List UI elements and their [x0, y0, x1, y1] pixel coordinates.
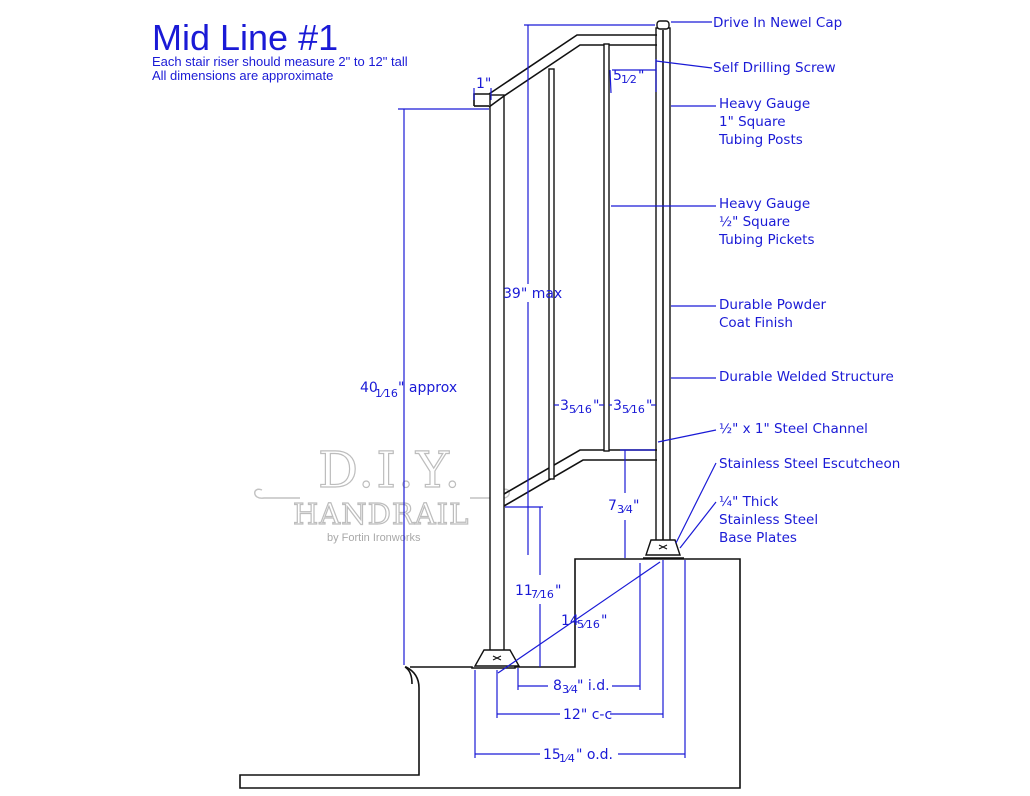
post-left: [489, 94, 505, 656]
screw-mark-right: [658, 544, 668, 550]
diagram-title: Mid Line #1: [152, 17, 338, 58]
dim-overall-height: 40 1⁄16 " approx: [360, 380, 457, 400]
svg-text:8: 8: [553, 678, 562, 694]
callout-plates-2: Stainless Steel: [719, 512, 818, 528]
callout-pickets-2: ½" Square: [719, 214, 790, 230]
svg-text:3⁄4: 3⁄4: [617, 503, 633, 516]
watermark-byline: by Fortin Ironworks: [327, 532, 421, 544]
svg-text:": ": [646, 398, 652, 414]
top-rail-inner: [488, 44, 657, 108]
dim-inside: 8 3⁄4 " i.d.: [553, 678, 610, 696]
svg-text:": ": [601, 613, 607, 629]
dimension-labels: 1" 5 1⁄2 " 40 1⁄16 " approx 39" max 3 5⁄…: [360, 68, 652, 765]
bottom-rail-upper: [503, 449, 657, 495]
dim-max-height: 39" max: [503, 286, 562, 302]
callout-channel: ½" x 1" Steel Channel: [719, 421, 868, 437]
dim-picket-gap-b: 3 5⁄16 ": [613, 398, 652, 416]
watermark-logo: D.I.Y. HANDRAIL by Fortin Ironworks: [254, 440, 510, 544]
callout-escutcheon: Stainless Steel Escutcheon: [719, 456, 900, 472]
callout-pickets-3: Tubing Pickets: [718, 232, 814, 248]
svg-text:": ": [638, 68, 644, 84]
dim-bottom-clearance: 7 3⁄4 ": [608, 498, 639, 516]
svg-text:14: 14: [561, 613, 579, 629]
svg-text:5⁄16: 5⁄16: [569, 403, 592, 416]
stairs: [239, 558, 741, 789]
callout-plates-3: Base Plates: [719, 530, 797, 546]
screw-mark-left: [492, 655, 502, 661]
svg-text:1⁄4: 1⁄4: [559, 752, 575, 765]
svg-text:11: 11: [515, 583, 533, 599]
dim-center: 12" c-c: [563, 707, 612, 723]
svg-text:7: 7: [608, 498, 617, 514]
svg-text:": ": [593, 398, 599, 414]
callout-pickets-1: Heavy Gauge: [719, 196, 810, 212]
svg-text:" approx: " approx: [398, 380, 457, 396]
callout-posts-2: 1" Square: [719, 114, 786, 130]
svg-text:" i.d.: " i.d.: [577, 678, 610, 694]
callout-screw: Self Drilling Screw: [713, 60, 836, 76]
callout-newel-cap: Drive In Newel Cap: [713, 15, 842, 31]
svg-text:40: 40: [360, 380, 378, 396]
dim-lower-clearance: 11 7⁄16 ": [515, 583, 561, 601]
svg-text:5: 5: [613, 68, 622, 84]
dim-picket-gap-a: 3 5⁄16 ": [560, 398, 599, 416]
svg-text:5⁄16: 5⁄16: [577, 618, 600, 631]
callout-plates-1: ¼" Thick: [719, 494, 779, 510]
svg-text:3: 3: [560, 398, 569, 414]
callout-leaders: [611, 21, 717, 549]
svg-text:7⁄16: 7⁄16: [531, 588, 554, 601]
svg-text:15: 15: [543, 747, 561, 763]
svg-text:": ": [555, 583, 561, 599]
callout-posts-3: Tubing Posts: [718, 132, 803, 148]
picket-2: [603, 43, 610, 452]
railing: [473, 20, 684, 667]
picket-1: [548, 68, 555, 480]
svg-text:1⁄16: 1⁄16: [375, 387, 398, 400]
callout-finish-1: Durable Powder: [719, 297, 827, 313]
bottom-rail-lower: [503, 459, 657, 507]
callout-finish-2: Coat Finish: [719, 315, 793, 331]
stair-nosing: [404, 666, 413, 685]
diagram-subtitle-riser: Each stair riser should measure 2" to 12…: [152, 54, 408, 69]
dim-top-overhang: 1": [476, 76, 491, 92]
svg-text:1⁄2: 1⁄2: [621, 73, 637, 86]
svg-text:3⁄4: 3⁄4: [562, 683, 578, 696]
callout-welded: Durable Welded Structure: [719, 369, 894, 385]
dimension-lines: [398, 24, 686, 758]
diagram-subtitle-approx: All dimensions are approximate: [152, 68, 333, 83]
callouts: Drive In Newel Cap Self Drilling Screw H…: [713, 15, 900, 546]
callout-posts-1: Heavy Gauge: [719, 96, 810, 112]
dim-diagonal: 14 5⁄16 ": [561, 613, 607, 631]
svg-text:5⁄16: 5⁄16: [622, 403, 645, 416]
dim-top-gap: 5 1⁄2 ": [613, 68, 644, 86]
svg-text:": ": [633, 498, 639, 514]
svg-text:3: 3: [613, 398, 622, 414]
dim-outside: 15 1⁄4 " o.d.: [543, 747, 613, 765]
stair-outline: [239, 558, 741, 789]
svg-text:" o.d.: " o.d.: [576, 747, 613, 763]
watermark-handrail: HANDRAIL: [293, 497, 469, 531]
watermark-diy: D.I.Y.: [318, 441, 462, 499]
newel-cap: [656, 20, 670, 30]
